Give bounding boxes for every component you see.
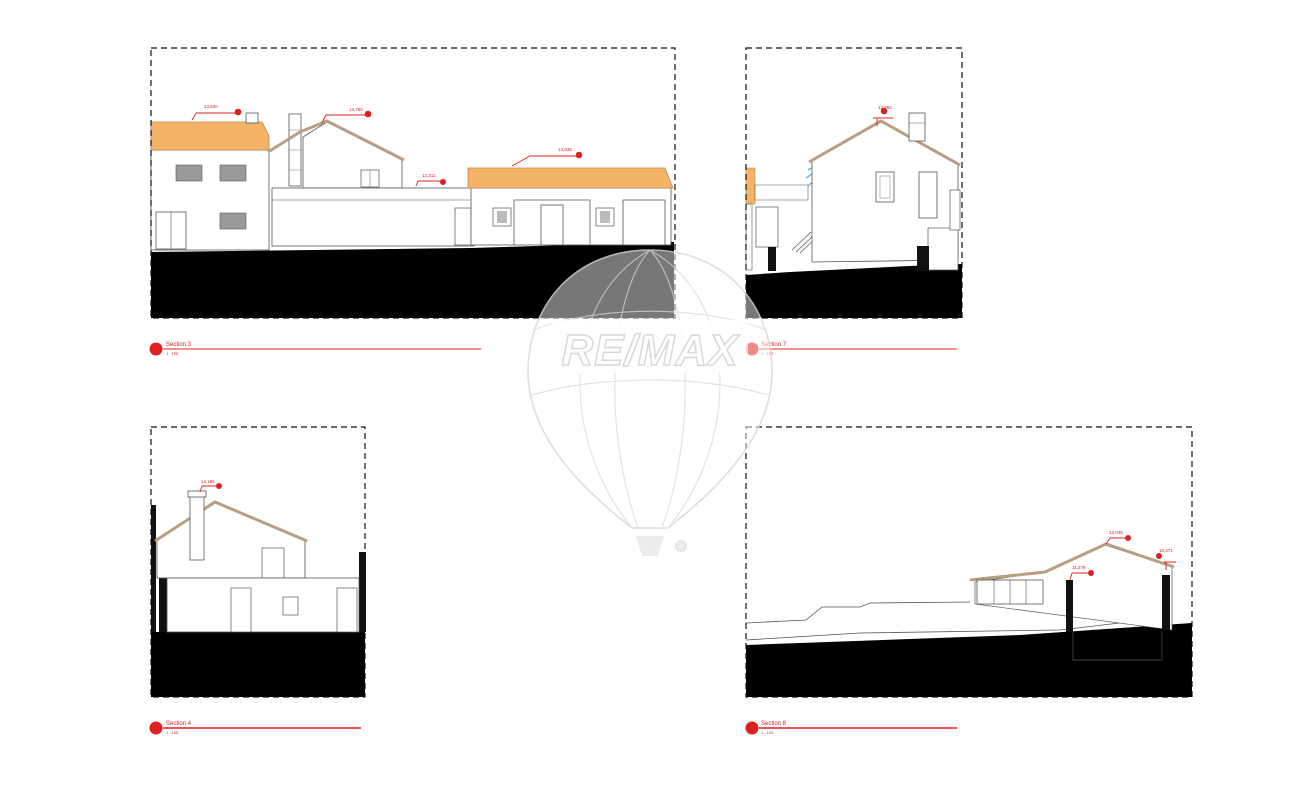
window bbox=[918, 171, 938, 219]
roof-tiles bbox=[150, 121, 270, 151]
post bbox=[359, 552, 366, 632]
flue-cap bbox=[187, 490, 207, 498]
ground-mass bbox=[151, 242, 674, 318]
section-title: Section 8 bbox=[761, 721, 787, 727]
porch bbox=[513, 199, 591, 245]
roof-edge bbox=[267, 119, 405, 162]
watermark-registered: ® bbox=[678, 542, 684, 551]
level-label: 13,760 bbox=[878, 105, 892, 110]
section-4-title-block: Section 4 1 : 100 bbox=[149, 721, 361, 735]
window bbox=[175, 164, 203, 182]
level-marker: 13,620 bbox=[191, 104, 242, 121]
window bbox=[600, 211, 610, 223]
section-3-frame bbox=[150, 47, 676, 319]
terrain-line bbox=[745, 601, 971, 624]
level-marker: 12,211 bbox=[415, 173, 446, 187]
section-scale: 1 : 100 bbox=[761, 351, 774, 356]
porch bbox=[927, 227, 959, 271]
ground-mass bbox=[151, 632, 365, 697]
level-marker: 14,186 bbox=[199, 479, 222, 493]
door bbox=[230, 587, 252, 633]
chimney bbox=[908, 112, 926, 142]
section-scale: 1 : 100 bbox=[166, 351, 179, 356]
level-label: 14,186 bbox=[201, 479, 215, 484]
chimney bbox=[245, 112, 259, 124]
flue-pipe bbox=[189, 494, 205, 561]
post bbox=[1066, 580, 1073, 632]
remax-balloon-watermark: RE/MAX ® bbox=[527, 249, 773, 556]
section-7-title-block: Section 7 1 : 100 bbox=[745, 342, 957, 356]
level-label: 13,045 bbox=[558, 147, 572, 152]
post bbox=[768, 247, 776, 271]
section-8-frame bbox=[745, 426, 1193, 698]
adjacent-wall bbox=[754, 184, 809, 201]
roof-edge bbox=[969, 542, 1175, 582]
section-title: Section 7 bbox=[761, 342, 787, 348]
section-7-drawing: 13,760 bbox=[745, 105, 962, 318]
window bbox=[497, 211, 507, 223]
level-label: 11,279 bbox=[1072, 565, 1086, 570]
door bbox=[540, 204, 564, 246]
boundary-wall bbox=[271, 187, 475, 247]
watermark-brand: RE/MAX bbox=[561, 326, 740, 375]
roof-edge bbox=[808, 119, 961, 167]
level-marker: 11,279 bbox=[1069, 565, 1094, 581]
level-label: 10,371 bbox=[1159, 548, 1173, 553]
level-marker: 13,760 bbox=[321, 107, 372, 124]
door bbox=[755, 206, 779, 248]
section-8-title-block: Section 8 1 : 100 bbox=[745, 721, 957, 735]
section-4-frame bbox=[150, 426, 366, 698]
level-marker: 13,760 bbox=[873, 105, 893, 126]
level-marker: 13,045 bbox=[511, 147, 583, 167]
level-label: 12,211 bbox=[422, 173, 436, 178]
post bbox=[1162, 575, 1170, 630]
terrain-line bbox=[745, 617, 1163, 641]
level-marker: 10,371 bbox=[1156, 548, 1176, 570]
foundation bbox=[1072, 632, 1163, 661]
roof-tiles bbox=[467, 167, 674, 189]
section-7-frame bbox=[745, 47, 963, 319]
stair bbox=[791, 231, 816, 254]
door bbox=[454, 207, 472, 246]
section-title: Section 4 bbox=[166, 721, 192, 727]
level-marker: 13,045 bbox=[1105, 530, 1131, 545]
section-scale: 1 : 100 bbox=[166, 730, 179, 735]
post bbox=[159, 572, 167, 632]
wall bbox=[745, 203, 753, 271]
section-title: Section 3 bbox=[166, 342, 192, 348]
post bbox=[151, 505, 156, 632]
door bbox=[336, 587, 358, 633]
boundary-wall bbox=[166, 577, 360, 633]
door bbox=[261, 547, 285, 579]
gable-wall bbox=[302, 121, 403, 189]
section-3-title-block: Section 3 1 : 100 bbox=[149, 342, 481, 356]
roof-tiles bbox=[745, 167, 756, 205]
level-label: 13,620 bbox=[204, 104, 218, 109]
section-4-drawing: 14,186 bbox=[151, 479, 366, 697]
garage-door bbox=[622, 199, 666, 246]
window bbox=[282, 596, 299, 616]
section-8-drawing: 13,045 11,279 10,371 bbox=[745, 530, 1192, 697]
window bbox=[219, 164, 247, 182]
level-label: 13,760 bbox=[349, 107, 363, 112]
ground-mass bbox=[746, 623, 1192, 697]
downpipe bbox=[949, 189, 961, 231]
post bbox=[917, 246, 929, 271]
roof-edge bbox=[154, 500, 308, 543]
window bbox=[879, 175, 891, 199]
ground-mass bbox=[746, 264, 962, 318]
window bbox=[219, 212, 247, 230]
level-label: 13,045 bbox=[1109, 530, 1123, 535]
section-scale: 1 : 100 bbox=[761, 730, 774, 735]
section-3-drawing: 13,620 13,760 13,045 12,211 bbox=[150, 104, 674, 318]
